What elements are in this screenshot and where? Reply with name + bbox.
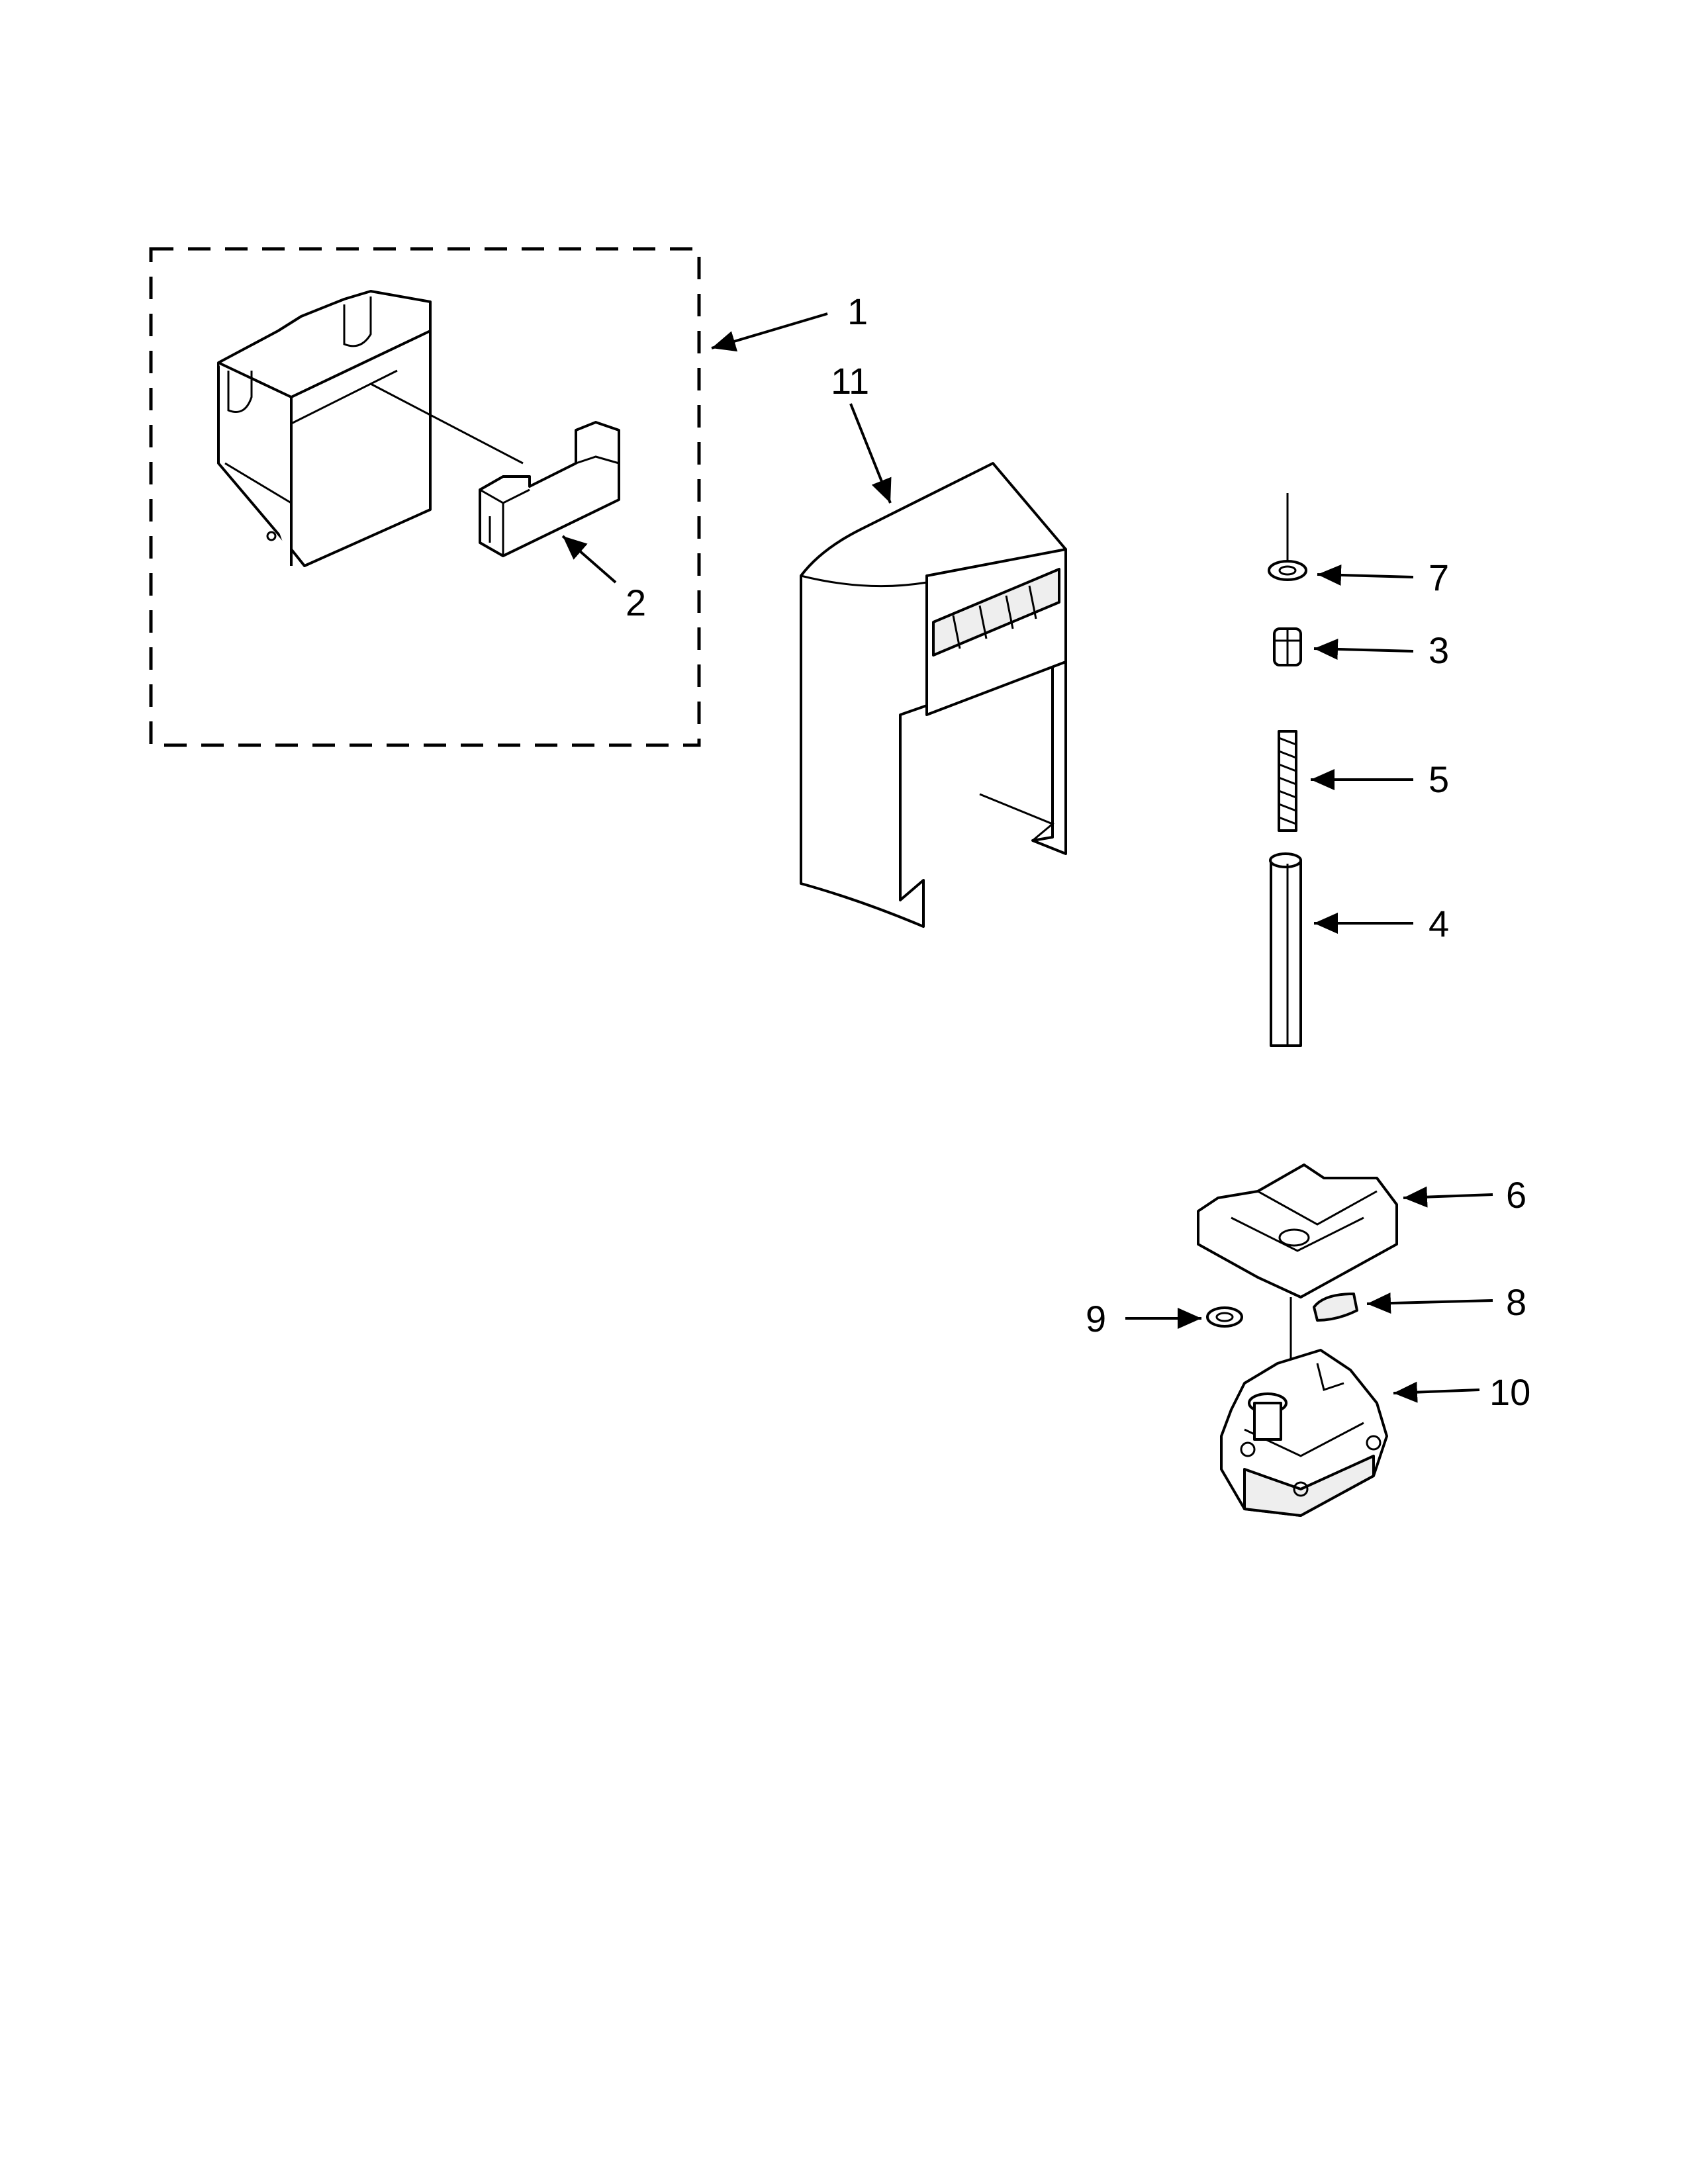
callout-2: 2 — [626, 582, 646, 623]
part-dispenser-cover — [800, 462, 1067, 928]
part-washer-9 — [1206, 1306, 1243, 1328]
callout-8: 8 — [1506, 1281, 1526, 1323]
callout-4: 4 — [1429, 903, 1449, 944]
callout-1: 1 — [847, 291, 868, 332]
callout-5: 5 — [1429, 758, 1449, 800]
callout-labels: 1 2 3 4 5 6 7 8 9 10 11 — [626, 291, 1530, 1413]
leader-7 — [1317, 564, 1414, 586]
leader-6 — [1403, 1186, 1493, 1208]
part-shaft-4 — [1269, 852, 1302, 1047]
callout-7: 7 — [1429, 557, 1449, 598]
part-bracket — [479, 421, 620, 557]
part-motor-bracket-6 — [1197, 1163, 1398, 1390]
leader-lines — [561, 312, 1493, 1403]
leader-8 — [1366, 1293, 1493, 1314]
assembly-dashed-box — [149, 247, 701, 747]
part-spring-5 — [1278, 730, 1297, 832]
leader-10 — [1393, 1381, 1480, 1403]
callout-11: 11 — [831, 360, 869, 402]
leader-1 — [711, 312, 828, 352]
leader-11 — [849, 403, 892, 504]
callout-6: 6 — [1506, 1174, 1526, 1216]
callout-9: 9 — [1086, 1298, 1106, 1340]
callout-3: 3 — [1429, 629, 1449, 671]
part-motor-10 — [1220, 1349, 1388, 1517]
part-ice-bucket — [217, 290, 524, 567]
leader-3 — [1313, 638, 1414, 660]
callout-10: 10 — [1489, 1371, 1530, 1413]
part-washer-7 — [1268, 493, 1307, 581]
part-pad-8 — [1313, 1293, 1358, 1322]
leader-2 — [561, 535, 617, 584]
part-coupler-3 — [1273, 627, 1302, 666]
